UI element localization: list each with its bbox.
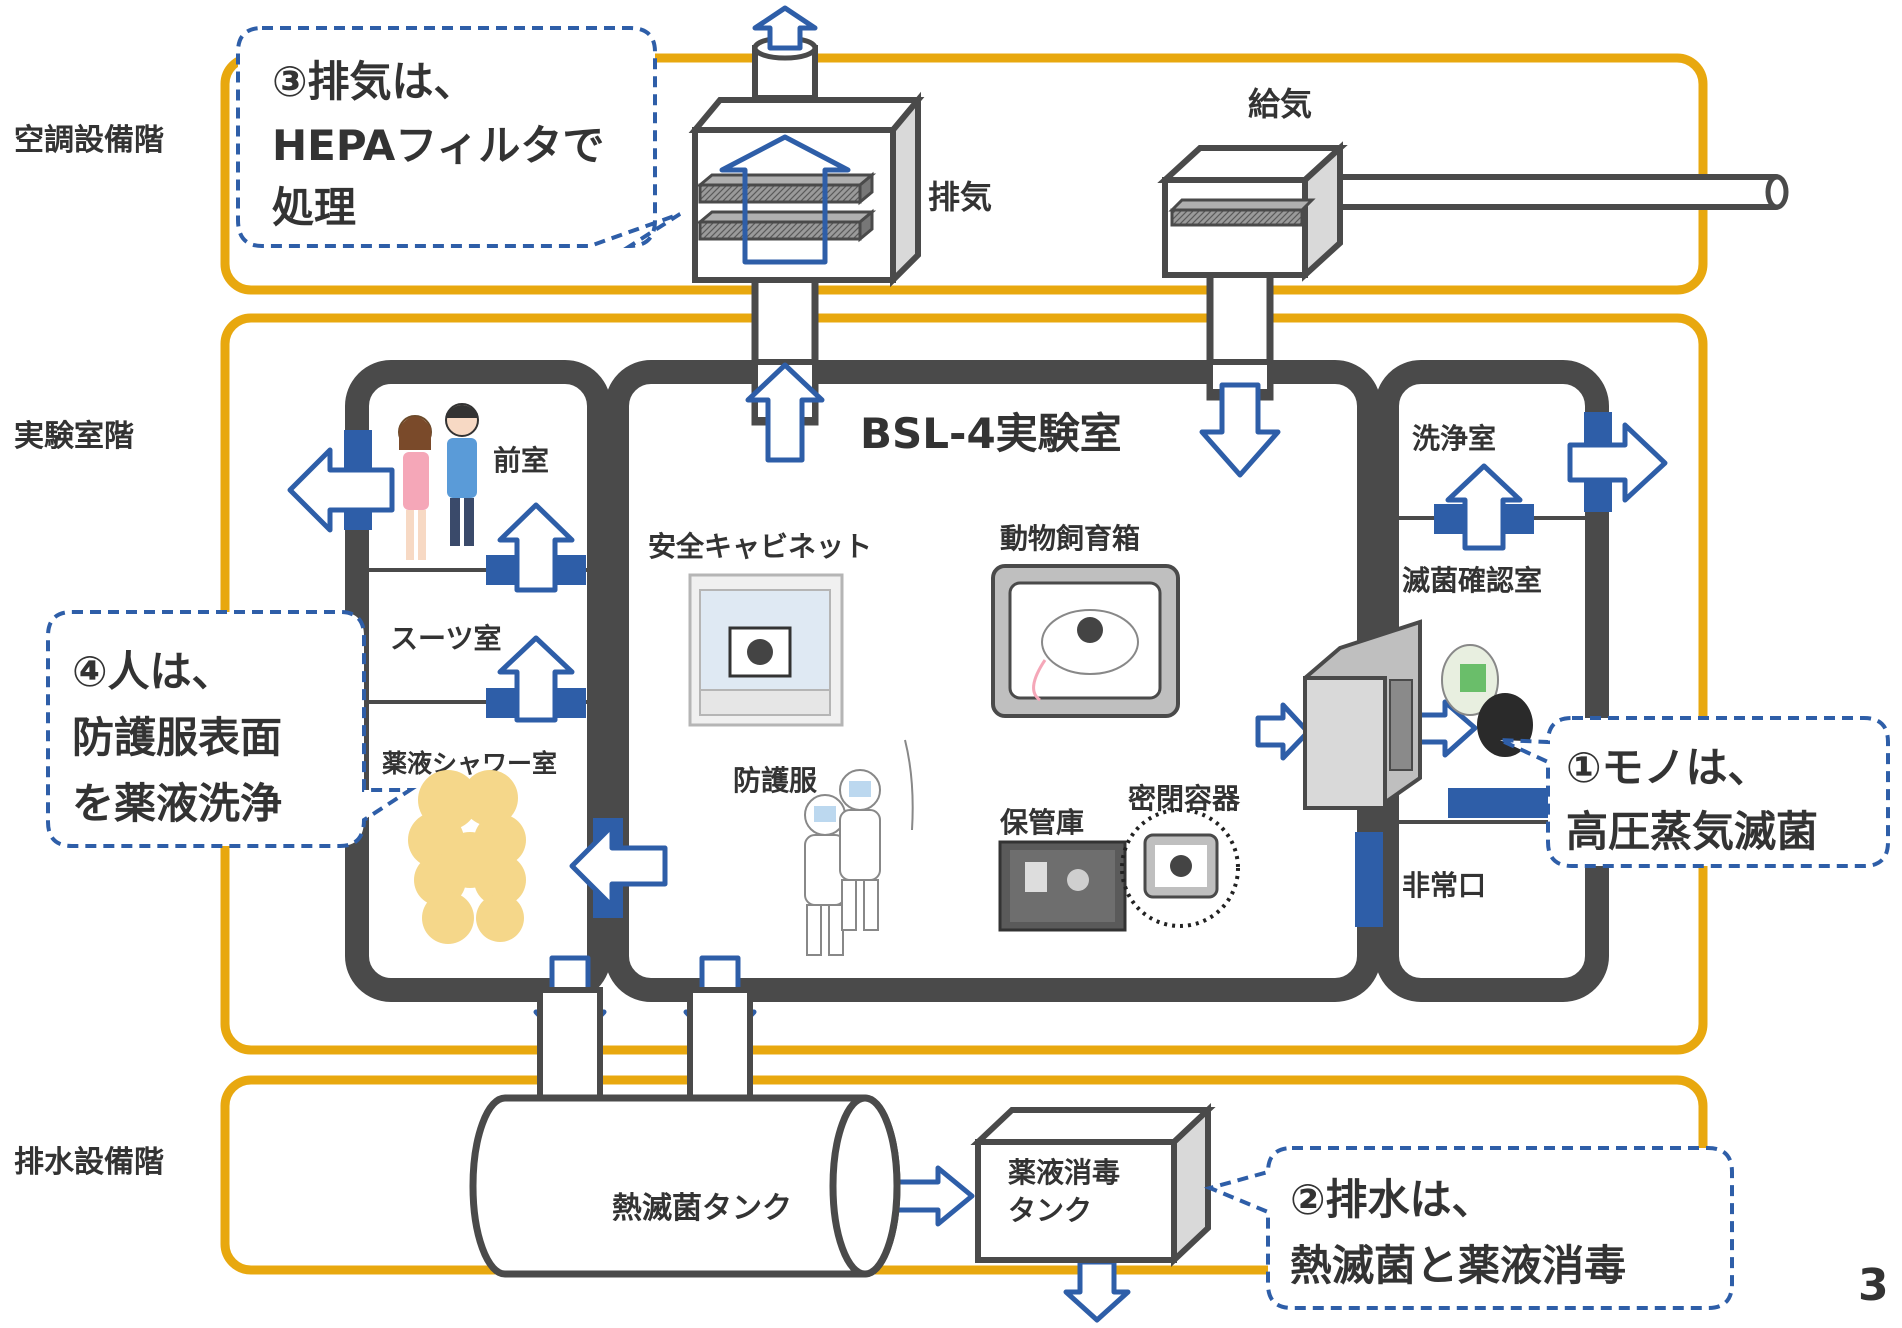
page-number: 3 (1858, 1260, 1889, 1311)
arrow-lab-to-shower (569, 823, 668, 909)
callout-3-line-1: ③排気は、 (272, 57, 476, 106)
left-rooms-wall (345, 360, 611, 1002)
chem-tank (970, 1103, 1216, 1267)
floor-label-drain: 排水設備階 (14, 1145, 164, 1180)
callout-2-line-2: 熱滅菌と薬液消毒 (1290, 1241, 1626, 1290)
shower-room-label: 薬液シャワー室 (382, 749, 557, 778)
sealed-container-illustration (1120, 808, 1240, 928)
safety-cabinet-illustration (688, 573, 844, 727)
callout-2-drain: ②排水は、 熱滅菌と薬液消毒 (1203, 1146, 1734, 1310)
supply-box (1157, 141, 1348, 282)
arrow-lab-supply (1199, 382, 1281, 478)
supply-pipe-end (1765, 174, 1789, 210)
protective-suit-label: 防護服 (733, 764, 818, 797)
supply-pipe (1307, 174, 1783, 210)
arrow-shower-to-suit (497, 635, 575, 723)
chem-tank-label-2: タンク (1008, 1194, 1092, 1227)
suit-room-label: スーツ室 (390, 622, 501, 655)
arrow-wash-exit (1567, 422, 1668, 503)
storage-safe-illustration (998, 840, 1127, 932)
animal-box-label: 動物飼育箱 (1000, 522, 1140, 555)
supply-label: 給気 (1248, 85, 1312, 123)
autoclave-illustration (1303, 619, 1422, 811)
arrow-exhaust-box (719, 134, 851, 265)
arrow-autoclave-in (1255, 702, 1311, 761)
safety-cabinet-label: 安全キャビネット (648, 530, 872, 563)
exhaust-label: 排気 (928, 178, 992, 216)
callout-1-line-2: 高圧蒸気滅菌 (1566, 807, 1818, 856)
arrow-check-to-wash (1445, 463, 1523, 551)
callout-3-line-3: 処理 (272, 183, 356, 232)
arrow-ante-exit (287, 447, 395, 533)
callout-1-line-1: ①モノは、 (1566, 743, 1770, 792)
sealed-container-label: 密閉容器 (1128, 782, 1241, 815)
exhaust-hepa-box (688, 91, 925, 288)
supply-filter (1168, 198, 1316, 227)
storage-label: 保管庫 (1000, 806, 1084, 839)
callout-1-items: ①モノは、 高圧蒸気滅菌 (1499, 716, 1890, 868)
door-emergency (1355, 832, 1383, 927)
callout-4-line-3: を薬液洗浄 (72, 779, 282, 828)
arrow-chem-out (1063, 1259, 1131, 1323)
callout-3-exhaust: ③排気は、 HEPAフィルタで 処理 (236, 26, 682, 249)
protective-suit-illustration (804, 739, 914, 956)
bsl4-lab-title: BSL-4実験室 (860, 409, 1122, 458)
callout-4-line-1: ④人は、 (72, 647, 234, 696)
waste-bag-illustration (1441, 644, 1533, 757)
callout-4-people: ④人は、 防護服表面 を薬液洗浄 (46, 610, 417, 848)
callout-3-line-2: HEPAフィルタで (272, 121, 604, 170)
floor-label-lab: 実験室階 (14, 419, 134, 454)
sterile-check-label: 滅菌確認室 (1402, 564, 1542, 597)
arrow-lab-exhaust (745, 362, 825, 463)
door-check-exit (1448, 788, 1548, 818)
heat-tank (469, 1094, 901, 1278)
emergency-exit-label: 非常口 (1402, 869, 1486, 902)
shower-foam-illustration (408, 770, 526, 944)
people-illustration (398, 403, 479, 560)
wash-room-label: 洗浄室 (1412, 422, 1496, 455)
heat-tank-label: 熱滅菌タンク (612, 1191, 792, 1226)
callout-4-line-2: 防護服表面 (72, 713, 282, 762)
arrow-exhaust-out (752, 5, 818, 51)
arrow-suit-to-ante (497, 502, 575, 593)
animal-box-illustration (991, 564, 1180, 718)
callout-2-line-1: ②排水は、 (1290, 1175, 1494, 1224)
floor-label-air: 空調設備階 (14, 123, 164, 158)
chem-tank-label-1: 薬液消毒 (1008, 1156, 1120, 1189)
anteroom-label: 前室 (493, 444, 549, 477)
